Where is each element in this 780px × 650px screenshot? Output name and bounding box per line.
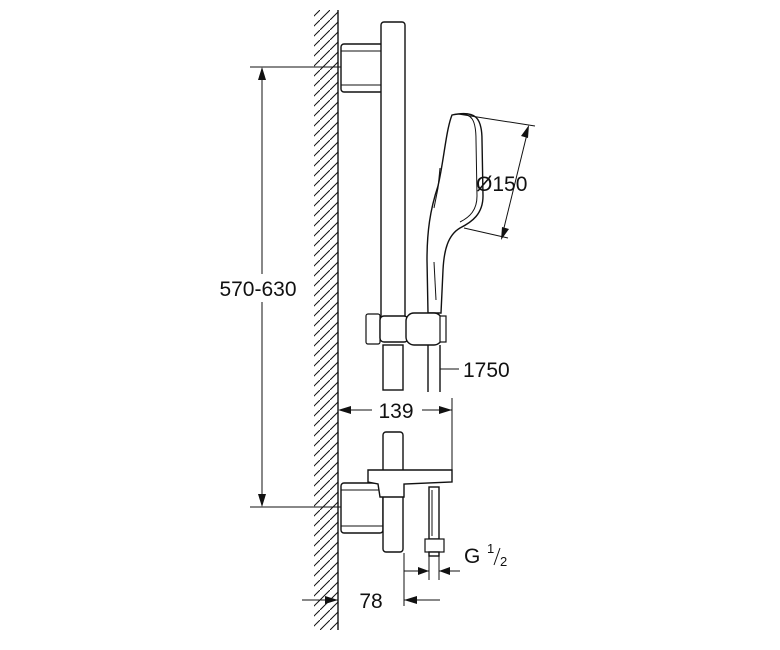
head-diameter-dimension: Ø150 bbox=[457, 113, 536, 240]
rail-height-dimension: 570-630 bbox=[219, 66, 341, 508]
wall bbox=[314, 10, 339, 630]
wall-distance-dimension: 78 bbox=[302, 553, 440, 613]
thread-denominator: 2 bbox=[500, 554, 507, 569]
offset-dimension: 139 bbox=[338, 398, 453, 478]
hose-length-dimension: 1750 bbox=[440, 359, 510, 382]
shower-hose bbox=[424, 345, 445, 557]
thread-label: G bbox=[464, 545, 480, 568]
hose-length-label: 1750 bbox=[463, 359, 510, 382]
wall-distance-label: 78 bbox=[359, 590, 382, 613]
head-diameter-label: Ø150 bbox=[476, 173, 527, 196]
bottom-wall-bracket bbox=[340, 482, 384, 534]
offset-label: 139 bbox=[378, 400, 413, 423]
thread-numerator: 1 bbox=[487, 541, 494, 556]
hand-shower bbox=[426, 113, 484, 314]
thread-dimension: G 1 2 bbox=[404, 541, 507, 580]
top-wall-bracket bbox=[340, 43, 384, 93]
rail-height-label: 570-630 bbox=[219, 278, 296, 301]
shower-holder bbox=[365, 312, 447, 346]
